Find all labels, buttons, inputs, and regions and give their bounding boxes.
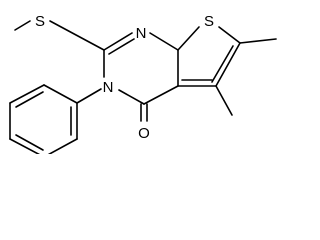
bond-n1-c7a: [149, 32, 179, 51]
bond-c2-n1-double: [108, 38, 135, 55]
atom-o-carbonyl: O: [138, 125, 150, 142]
atom-labels: S N S N O: [35, 13, 214, 142]
bond-n3-phenyl: [76, 88, 102, 104]
bond-s-c2: [49, 20, 105, 51]
atom-s-thiophene: S: [204, 13, 214, 30]
bond-c6-c5-single: [215, 42, 241, 87]
atom-n-phenyl: N: [103, 79, 114, 96]
bond-ph-inner-1: [15, 91, 44, 108]
atom-n-top: N: [136, 25, 147, 42]
bond-c5-methyl: [215, 85, 233, 116]
bond-ph-5: [47, 138, 78, 154]
bond-c6-methyl: [239, 38, 277, 44]
bond-s-c6: [218, 26, 241, 44]
bond-ph-inner-2: [15, 134, 44, 151]
bond-c7a-s: [177, 26, 200, 51]
bonds: [9, 20, 277, 154]
bond-c4a-c4: [143, 85, 179, 105]
bond-ph-2: [9, 84, 45, 104]
molecule-structure: S N S N O: [9, 13, 277, 154]
bond-ph-1: [43, 84, 78, 104]
atom-s-methylthio: S: [35, 13, 45, 30]
bond-c6-c5-double: [211, 45, 234, 83]
bond-c2-n1-single: [103, 32, 133, 51]
bond-methyl-s: [14, 20, 31, 31]
bond-c4-n3: [118, 89, 145, 105]
bond-ph-4: [9, 138, 41, 154]
